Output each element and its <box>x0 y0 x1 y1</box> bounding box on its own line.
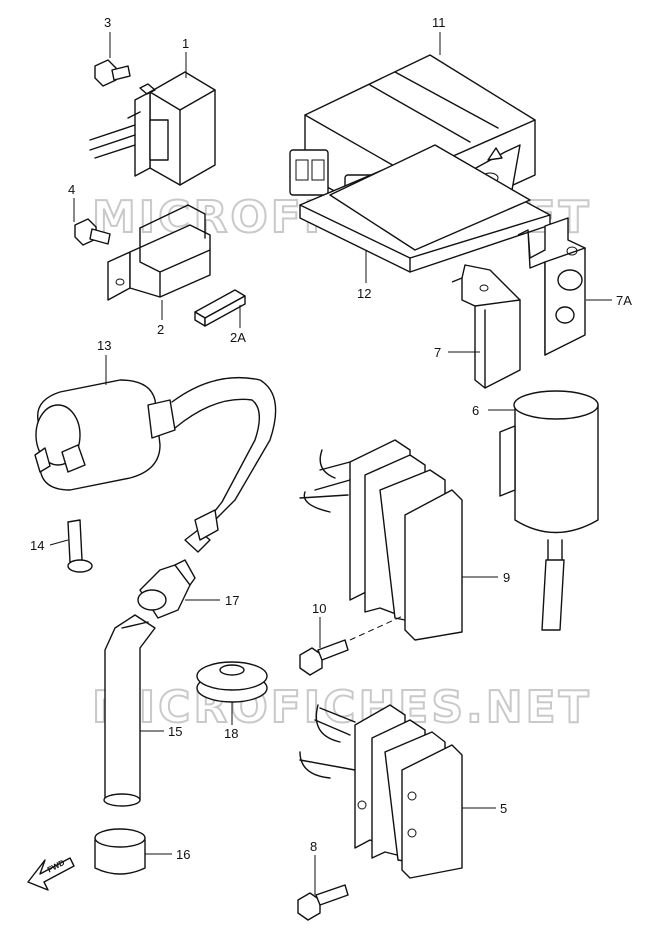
bolt-part-4 <box>74 218 111 246</box>
fwd-arrow-icon: FWD <box>27 857 75 891</box>
watermark-bottom: MICROFICHES.NET <box>92 682 592 733</box>
grommet-part-18 <box>196 661 268 703</box>
bolt-part-3 <box>94 59 131 87</box>
regulator-part-9 <box>299 439 463 641</box>
callout-11: 11 <box>432 15 446 30</box>
bolt-part-10 <box>299 614 406 676</box>
callout-1: 1 <box>182 36 189 51</box>
clip-part-2a <box>194 289 246 327</box>
callouts: 3 1 4 2 2A 11 12 7A 7 6 13 14 17 9 10 15… <box>30 15 632 862</box>
bolt-part-8 <box>297 884 349 921</box>
callout-7: 7 <box>434 345 441 360</box>
leader-lines <box>49 32 612 895</box>
callout-2: 2 <box>157 322 164 337</box>
callout-10: 10 <box>312 601 326 616</box>
pad-part-12 <box>299 144 551 273</box>
ignition-coil-part-13 <box>34 376 277 553</box>
callout-16: 16 <box>176 847 190 862</box>
boot-part-17 <box>137 559 196 619</box>
callout-17: 17 <box>225 593 239 608</box>
callout-2a: 2A <box>230 330 246 345</box>
callout-4: 4 <box>68 182 75 197</box>
callout-18: 18 <box>224 726 238 741</box>
callout-3: 3 <box>104 15 111 30</box>
callout-13: 13 <box>97 338 111 353</box>
condenser-part-6 <box>499 390 599 631</box>
callout-9: 9 <box>503 570 510 585</box>
bracket-part-7a <box>517 217 586 356</box>
cover-part-16 <box>94 828 146 875</box>
callout-8: 8 <box>310 839 317 854</box>
callout-15: 15 <box>168 724 182 739</box>
callout-14: 14 <box>30 538 44 553</box>
callout-5: 5 <box>500 801 507 816</box>
screw-part-14 <box>67 519 93 573</box>
relay-part-1 <box>89 71 216 186</box>
callout-7a: 7A <box>616 293 632 308</box>
plug-cap-part-15 <box>103 614 156 807</box>
regulator-part-5 <box>299 704 463 879</box>
callout-12: 12 <box>357 286 371 301</box>
callout-6: 6 <box>472 403 479 418</box>
bracket-part-2 <box>107 204 211 301</box>
bracket-part-7 <box>451 264 521 389</box>
